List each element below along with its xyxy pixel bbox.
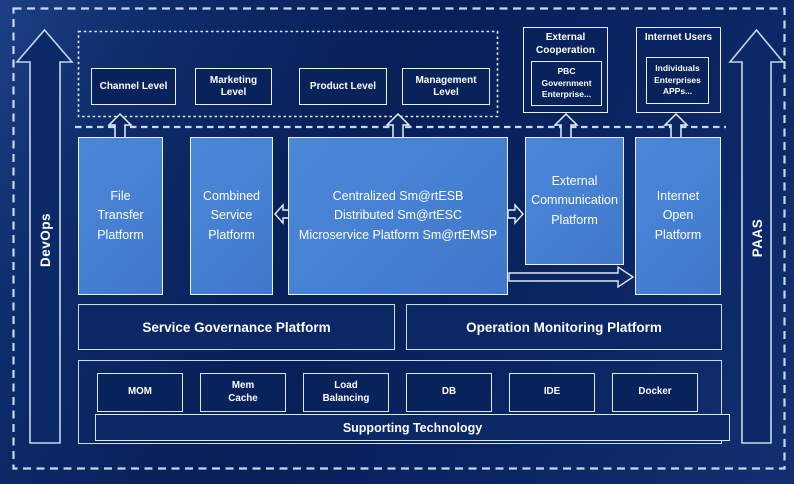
- platform-label-line: Platform: [551, 212, 598, 227]
- platform-label-line: Internet: [656, 188, 700, 203]
- external-cooperation-members: PBC Government Enterprise...: [531, 61, 602, 106]
- tech-box-load-balancing: Load Balancing: [303, 373, 389, 412]
- platform-label-line: Platform: [654, 227, 702, 242]
- level-box-channel: Channel Level: [91, 68, 176, 105]
- tech-label-line: MOM: [128, 386, 152, 398]
- devops-arrow-icon: [15, 28, 74, 444]
- left-arrow-central-to-combined-icon: [274, 203, 290, 225]
- level-box-product: Product Level: [299, 68, 387, 105]
- paas-rail-label: PAAS: [749, 218, 765, 258]
- tech-label-line: Mem: [231, 379, 255, 391]
- platform-combined-service: Combined Service Platform: [190, 137, 273, 295]
- tech-box-mem-cache: Mem Cache: [200, 373, 286, 412]
- tech-label-line: Balancing: [322, 392, 370, 404]
- platform-label-line: Platform: [208, 227, 255, 242]
- platform-label-line: Platform: [97, 227, 144, 242]
- platform-label-line: Distributed Sm@rtESC: [334, 208, 462, 223]
- platform-external-communication: External Communication Platform: [525, 137, 624, 265]
- supporting-technology-container: [78, 360, 722, 444]
- tech-label-line: Cache: [228, 392, 258, 404]
- platform-label-line: Service: [210, 208, 253, 223]
- platform-label-line: Open: [662, 208, 694, 223]
- tech-label-line: DB: [441, 386, 457, 398]
- outer-dashed-border: [12, 7, 786, 470]
- tech-label-line: IDE: [543, 386, 561, 398]
- tech-box-docker: Docker: [612, 373, 698, 412]
- platform-label-line: External: [551, 173, 598, 188]
- members-line: APPs...: [662, 86, 693, 97]
- internet-users-title: Internet Users: [644, 32, 713, 43]
- devops-rail-label: DevOps: [37, 212, 53, 268]
- platform-label-line: Centralized Sm@rtESB: [332, 188, 464, 203]
- operation-monitoring-platform-box: Operation Monitoring Platform: [406, 304, 722, 350]
- tech-box-db: DB: [406, 373, 492, 412]
- members-line: Enterprises: [654, 74, 701, 85]
- members-line: Enterprise...: [541, 89, 592, 100]
- tech-label-line: Load: [334, 379, 358, 391]
- tech-label-line: Docker: [638, 386, 672, 398]
- members-line: Individuals: [655, 63, 700, 74]
- internet-users-box: Internet Users Individuals Enterprises A…: [636, 27, 721, 113]
- platform-label-line: Transfer: [97, 208, 144, 223]
- level-box-management: Management Level: [402, 68, 490, 105]
- platform-file-transfer: File Transfer Platform: [78, 137, 163, 295]
- level-box-marketing: Marketing Level: [195, 68, 272, 105]
- platform-label-line: Communication: [531, 193, 618, 208]
- platform-central-esb: Centralized Sm@rtESB Distributed Sm@rtES…: [288, 137, 508, 295]
- platform-label-line: File: [110, 188, 131, 203]
- members-line: PBC Government: [541, 66, 592, 88]
- supporting-technology-bar: Supporting Technology: [95, 414, 730, 441]
- right-arrow-central-to-external-icon: [507, 203, 524, 225]
- external-cooperation-box: External Cooperation PBC Government Ente…: [523, 27, 608, 113]
- business-levels-dotted-box: [77, 30, 499, 118]
- external-cooperation-title: External Cooperation: [536, 32, 595, 56]
- platform-internet-open: Internet Open Platform: [635, 137, 721, 295]
- tech-box-ide: IDE: [509, 373, 595, 412]
- platform-label-line: Combined: [203, 188, 260, 203]
- internet-users-members: Individuals Enterprises APPs...: [646, 57, 709, 104]
- paas-arrow-icon: [728, 28, 785, 444]
- arrow-central-to-internet-open-icon: [508, 265, 635, 289]
- service-governance-platform-box: Service Governance Platform: [78, 304, 395, 350]
- platform-label-line: Microservice Platform Sm@rtEMSP: [298, 227, 498, 242]
- tech-box-mom: MOM: [97, 373, 183, 412]
